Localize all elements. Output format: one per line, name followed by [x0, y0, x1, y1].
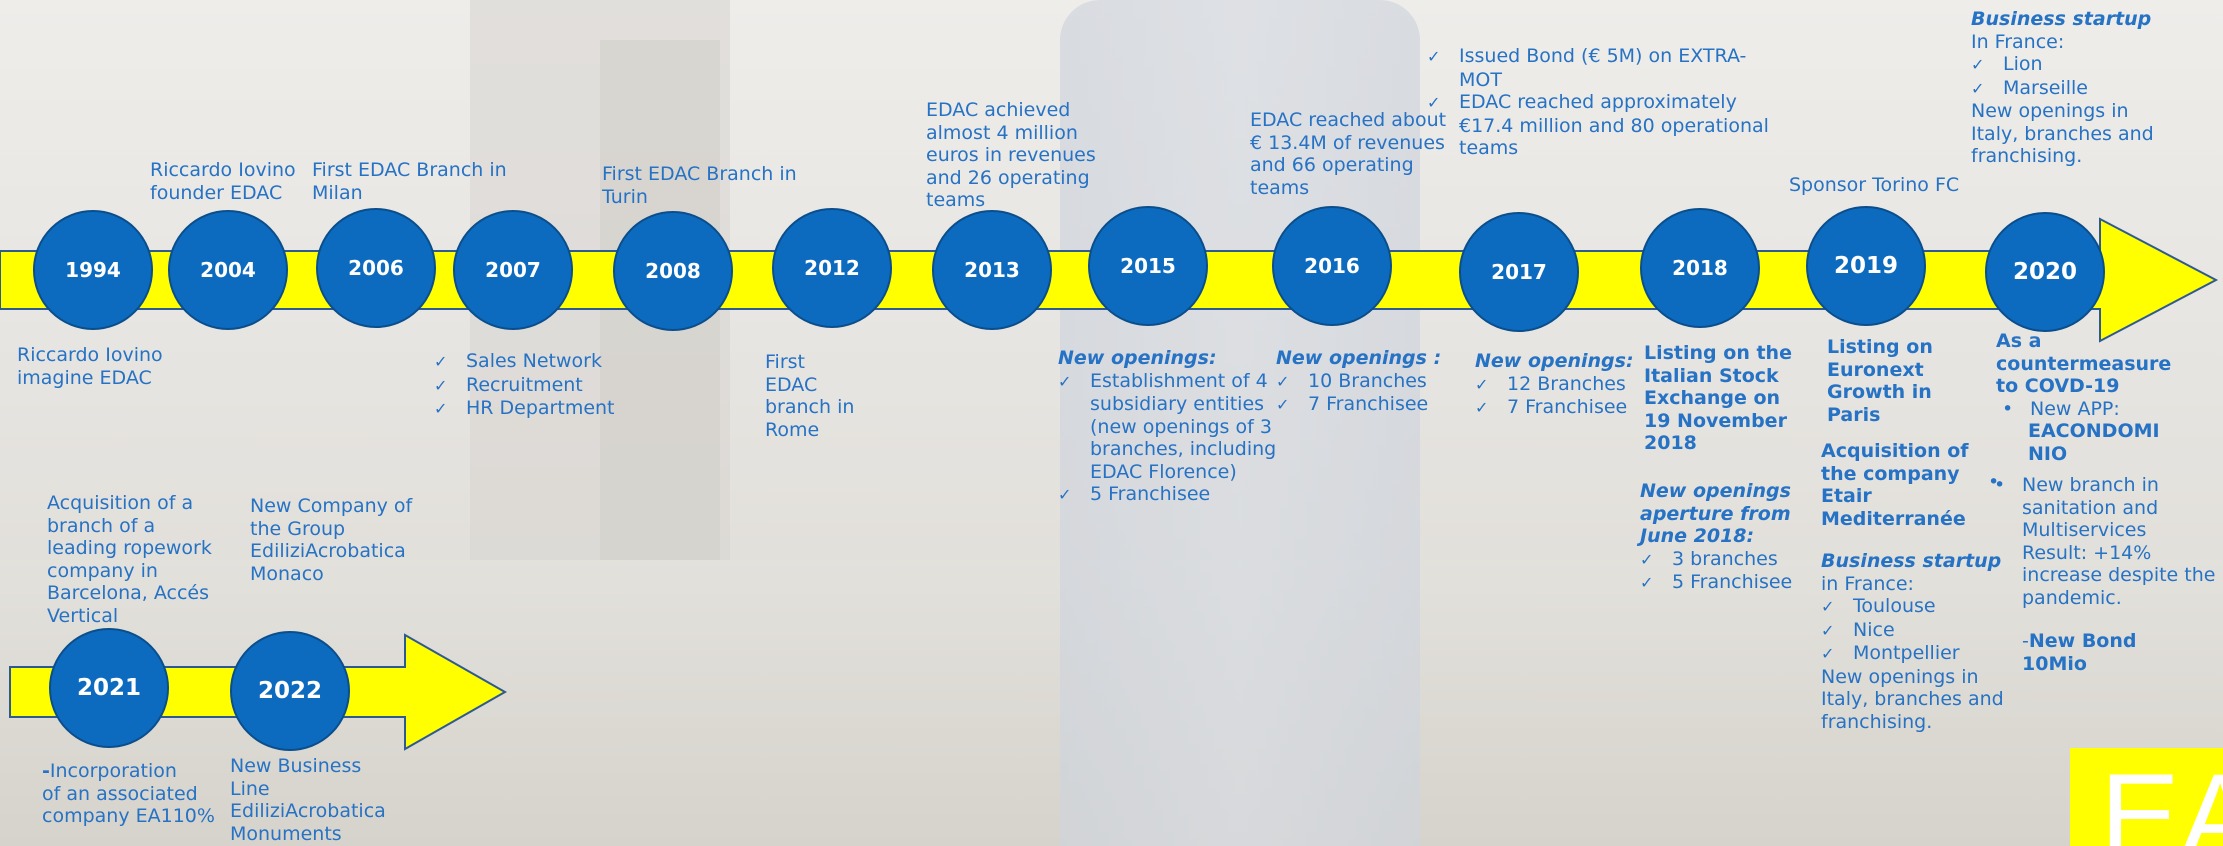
text-2020-below: As a countermeasure to COVD-19 New APP: … — [1996, 330, 2171, 494]
year-circle-2016: 2016 — [1272, 206, 1392, 326]
text-2018-openings: New openings aperture from June 2018: 3 … — [1640, 480, 1792, 595]
year-circle-2022: 2022 — [230, 631, 350, 751]
year-circle-2020: 2020 — [1985, 212, 2105, 332]
year-circle-2021: 2021 — [49, 628, 169, 748]
year-circle-2012: 2012 — [772, 208, 892, 328]
text-2020-bond: -New Bond 10Mio — [2022, 630, 2137, 675]
year-circle-2017: 2017 — [1459, 212, 1579, 332]
text-2007-below: Sales NetworkRecruitmentHR Department — [434, 350, 615, 421]
year-circle-2008: 2008 — [613, 211, 733, 331]
text-2019-startup: Business startup in France: ToulouseNice… — [1821, 550, 2004, 733]
year-circle-2007: 2007 — [453, 210, 573, 330]
year-circle-2015: 2015 — [1088, 206, 1208, 326]
year-circle-2019: 2019 — [1806, 206, 1926, 326]
text-2020-above: Business startup In France: Lion Marseil… — [1971, 8, 2154, 168]
year-circle-2013: 2013 — [932, 210, 1052, 330]
text-2016-below: New openings : 10 Branches7 Franchisee — [1276, 347, 1441, 417]
company-logo: EA — [2070, 748, 2223, 846]
text-2017-above: Issued Bond (€ 5M) on EXTRA-MOTEDAC reac… — [1427, 45, 1769, 160]
year-circle-1994: 1994 — [33, 210, 153, 330]
year-circle-2018: 2018 — [1640, 208, 1760, 328]
text-2019-above: Sponsor Torino FC — [1789, 174, 1960, 196]
text-2017-below: New openings: 12 Branches7 Franchisee — [1475, 350, 1634, 420]
year-circle-2006: 2006 — [316, 208, 436, 328]
text-2015-below: New openings: Establishment of 4 subsidi… — [1058, 347, 1276, 507]
year-circle-2004: 2004 — [168, 210, 288, 330]
text-2020-branch: New branch in sanitation and Multiservic… — [1988, 474, 2215, 609]
